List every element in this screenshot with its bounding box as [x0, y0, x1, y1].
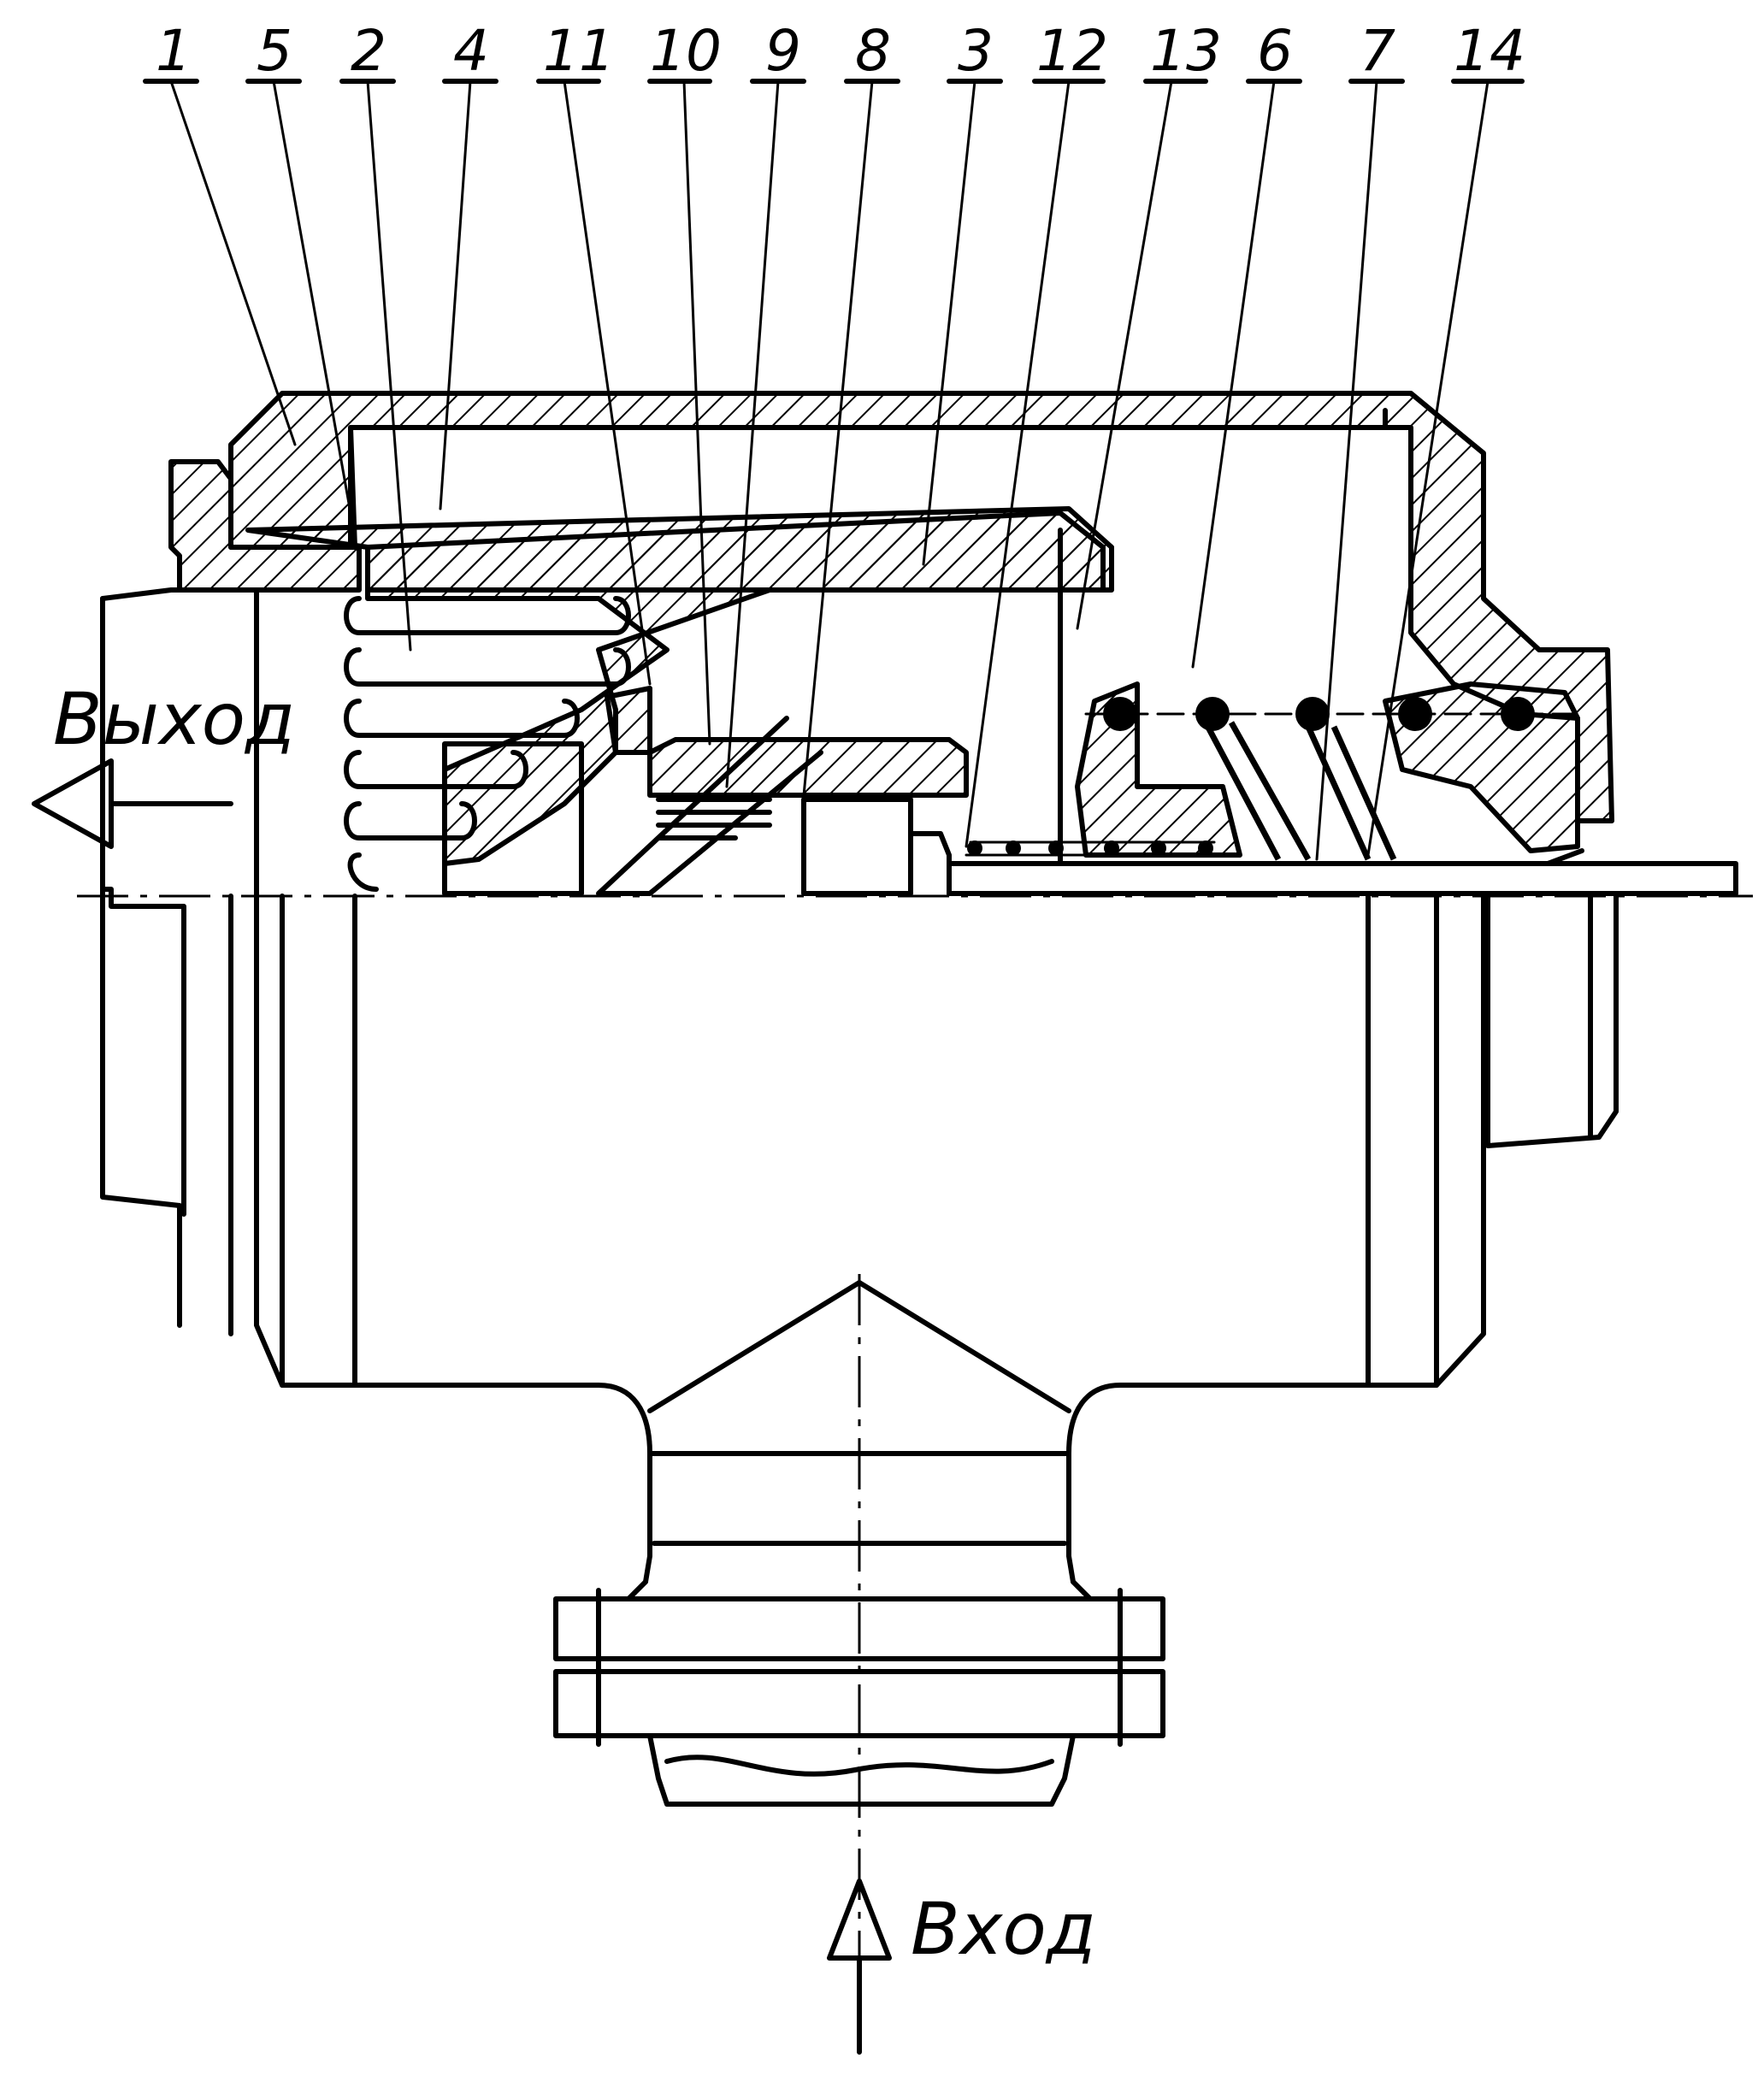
part-number-13: 13: [1150, 18, 1222, 84]
part-number-8: 8: [855, 18, 891, 84]
part-number-3: 3: [958, 18, 994, 84]
part-number-6: 6: [1257, 18, 1293, 84]
part-number-1: 1: [156, 18, 192, 84]
part-number-11: 11: [543, 18, 615, 84]
inlet-label: Вход: [911, 1887, 1096, 1971]
part-number-4: 4: [453, 18, 489, 84]
sleeve: [368, 513, 1578, 864]
part-number-12: 12: [1036, 18, 1108, 84]
inlet-flow-indicator: Вход: [829, 1881, 1096, 2052]
part-number-5: 5: [257, 18, 292, 84]
stem-rod: [949, 851, 1736, 894]
outlet-label: Выход: [53, 677, 295, 761]
part-number-labels: 1 5 2 4 11 10 9 8 3 12 13 6 7 14: [156, 18, 1525, 84]
part-number-7: 7: [1360, 18, 1395, 84]
part-number-9: 9: [765, 18, 801, 84]
outlet-arrow: [34, 761, 231, 846]
part-number-2: 2: [351, 18, 386, 84]
part-number-10: 10: [650, 18, 722, 84]
inlet-arrow: [829, 1881, 889, 2052]
part-number-14: 14: [1454, 18, 1525, 84]
